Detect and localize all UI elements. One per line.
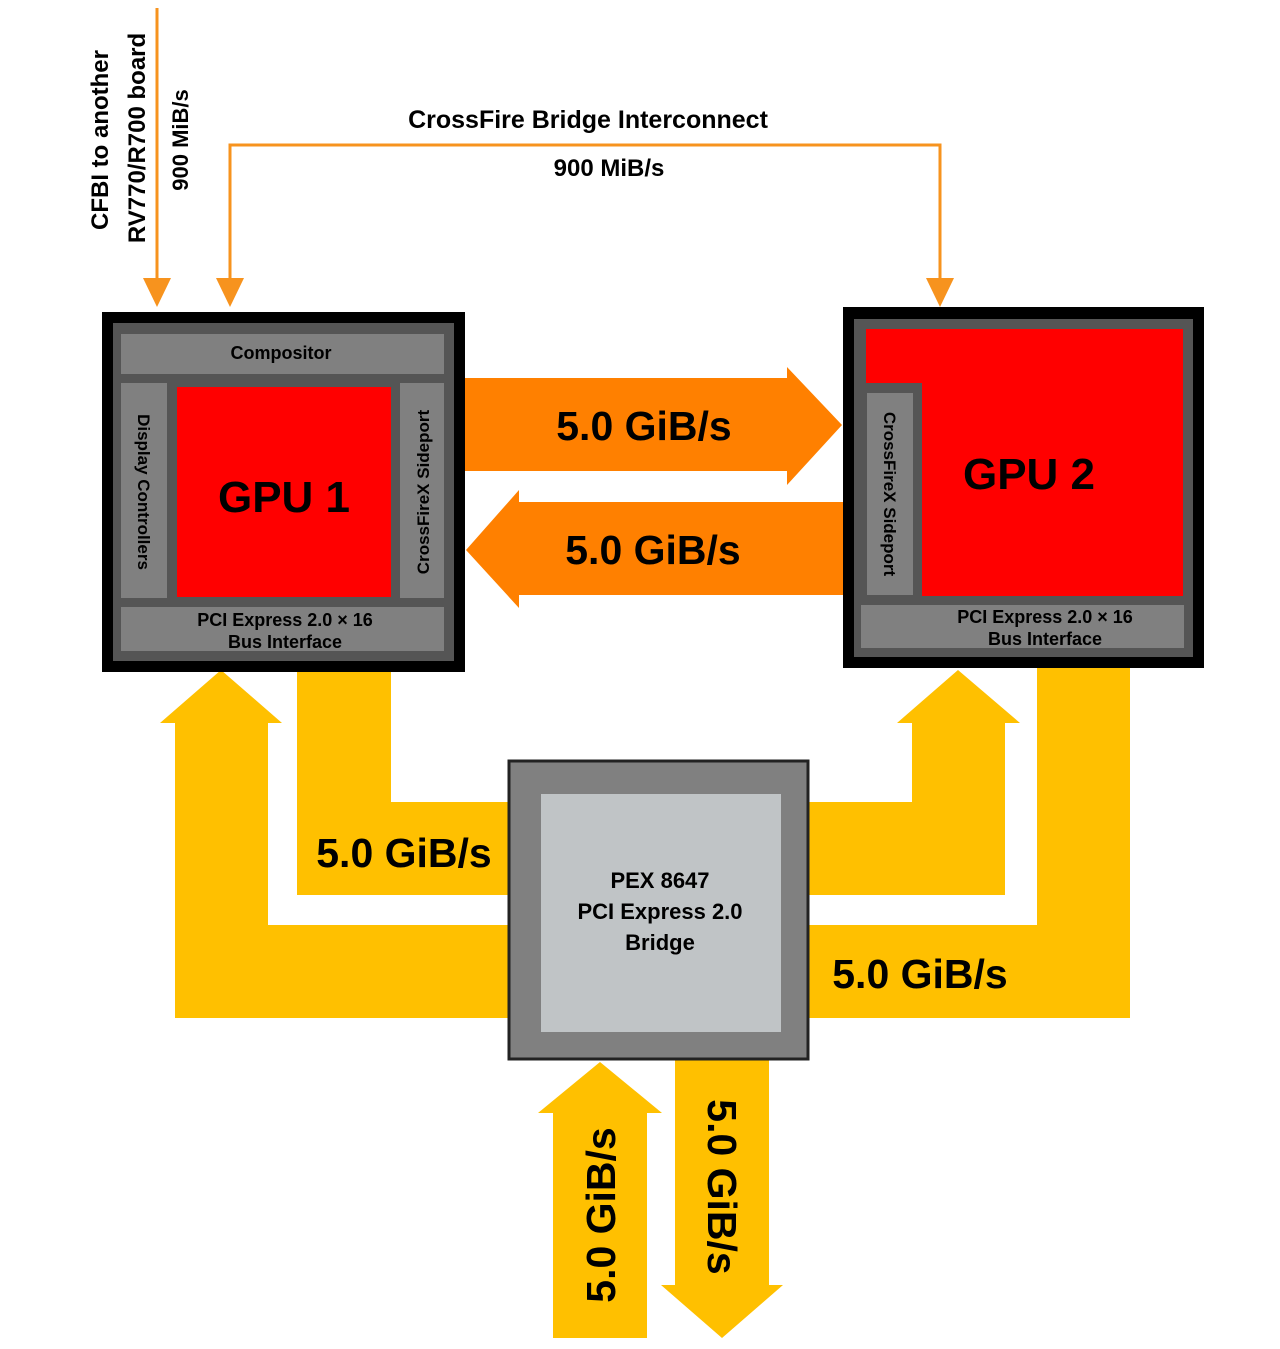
bridge-label-line2: PCI Express 2.0: [577, 899, 742, 924]
pcie-arrow-host-down: [661, 1060, 783, 1338]
gpu1-display-controllers-label: Display Controllers: [134, 414, 153, 570]
gpu1-bus-label-line2: Bus Interface: [228, 632, 342, 652]
crossfire-bridge-bandwidth: 900 MiB/s: [554, 155, 665, 182]
external-link-bandwidth: 900 MiB/s: [168, 89, 193, 191]
crossfire-bridge-lines: [155, 8, 942, 282]
gpu2-bus-label-line2: Bus Interface: [988, 629, 1102, 649]
gpu1-bus-interface-block: [121, 607, 444, 651]
bridge-label-line1: PEX 8647: [610, 868, 709, 893]
crossfire-bridge-title: CrossFire Bridge Interconnect: [408, 106, 768, 134]
gpu1-compositor-block: [121, 334, 444, 374]
gpu2-label: GPU 2: [963, 450, 1095, 499]
sideport-arrow-to-gpu2: [465, 367, 842, 485]
gpu1-sideport-label: CrossFireX Sideport: [414, 409, 433, 574]
sideport-arrow-to-gpu1: [466, 490, 843, 608]
crossfire-arrowhead-gpu1: [216, 278, 244, 307]
bridge-label-line3: Bridge: [625, 930, 695, 955]
external-cfbi-arrowhead: [143, 278, 171, 307]
pcie-link-gpu2-down: [808, 668, 1130, 1018]
gpu2-bus-label-line1: PCI Express 2.0 × 16: [957, 607, 1133, 627]
gpu1-sideport-block: [400, 383, 444, 598]
gpu1-display-controllers-block: [121, 383, 167, 598]
gpu1-core: [177, 387, 391, 597]
pcie-arrow-up-gpu1: [160, 670, 510, 1018]
gpu2-bus-interface-block: [861, 605, 1184, 648]
gpu1-compositor-label: Compositor: [231, 343, 332, 363]
external-link-label-line1: CFBI to another: [87, 50, 114, 230]
pcie-link-gpu1-down: [297, 672, 510, 895]
gpu1-label: GPU 1: [218, 473, 350, 522]
external-link-label-line2: RV770/R700 board: [124, 33, 151, 243]
gpu2-sideport-block: [867, 393, 913, 595]
pcie-bandwidth-host-down: 5.0 GiB/s: [699, 1099, 745, 1274]
gpu2-chip: [843, 307, 1204, 668]
gpu2-core: [866, 329, 1183, 596]
sideport-bandwidth-to-gpu2: 5.0 GiB/s: [556, 403, 731, 449]
pcie-bandwidth-gpu1: 5.0 GiB/s: [316, 830, 491, 876]
crossfire-arrowhead-gpu2: [926, 278, 954, 307]
pcie-bandwidth-host-up: 5.0 GiB/s: [578, 1127, 624, 1302]
crossfire-bridge-line: [228, 143, 942, 282]
gpu1-bus-label-line1: PCI Express 2.0 × 16: [197, 610, 373, 630]
pcie-arrow-host-up: [538, 1062, 662, 1338]
pcie-bandwidth-gpu2: 5.0 GiB/s: [832, 951, 1007, 997]
sideport-bandwidth-to-gpu1: 5.0 GiB/s: [565, 527, 740, 573]
bridge-inner: [541, 794, 781, 1032]
pcie-arrow-up-gpu2: [808, 670, 1020, 895]
gpu1-chip: [102, 312, 465, 672]
pex-bridge-chip: [507, 759, 810, 1061]
gpu2-sideport-label: CrossFireX Sideport: [880, 412, 899, 577]
